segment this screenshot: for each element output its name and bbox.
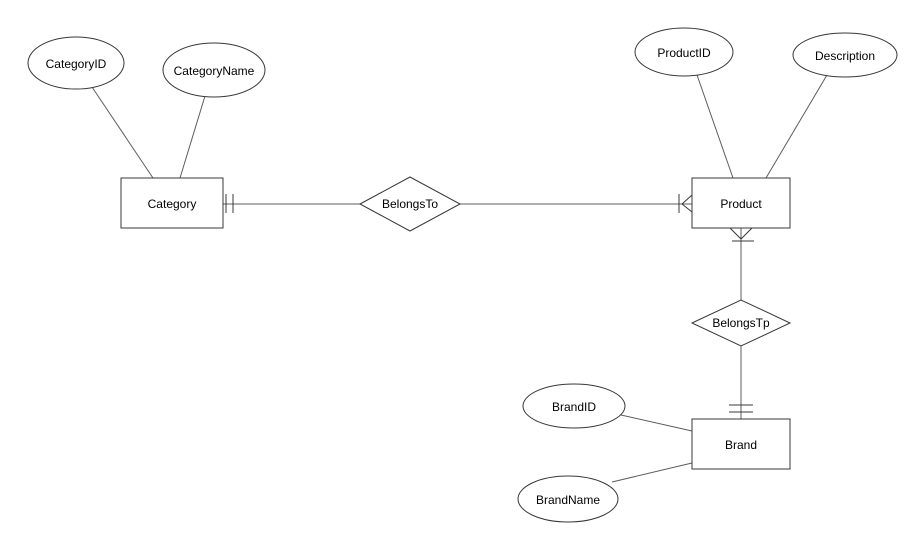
cardinality-one-or-many-product-bottom <box>729 227 754 242</box>
attribute-description-label: Description <box>815 49 875 63</box>
relationship-connectors <box>223 203 742 419</box>
cardinality-marks <box>225 194 754 413</box>
attribute-connector-description <box>765 74 828 179</box>
attribute-brandid[interactable]: BrandID <box>522 383 626 429</box>
cardinality-one-and-only-one-category <box>225 194 234 213</box>
attribute-connector-categoryname <box>179 95 206 179</box>
relationship-diamond[interactable] <box>690 299 792 347</box>
attribute-connector-productid <box>696 74 734 179</box>
attribute-brandname-label: BrandName <box>536 493 600 507</box>
relationship-belongstp-label: BelongsTp <box>712 316 770 330</box>
entity-product[interactable]: Product <box>691 177 791 229</box>
attribute-brandname[interactable]: BrandName <box>517 475 619 523</box>
attribute-ellipse[interactable] <box>792 32 898 78</box>
attribute-categoryid[interactable]: CategoryID <box>27 36 125 90</box>
attribute-productid-label: ProductID <box>657 46 711 60</box>
attribute-ellipse[interactable] <box>517 475 619 523</box>
entity-brand-label: Brand <box>725 438 757 452</box>
entity-category[interactable]: Category <box>120 177 224 229</box>
attribute-description[interactable]: Description <box>792 32 898 78</box>
entity-product-label: Product <box>720 197 762 211</box>
attribute-ellipse[interactable] <box>162 42 266 98</box>
entity-rect[interactable] <box>120 177 224 229</box>
attribute-ellipse[interactable] <box>634 27 734 77</box>
attribute-ellipse[interactable] <box>522 383 626 429</box>
relationship-belongsto-label: BelongsTo <box>382 197 438 211</box>
attribute-brandid-label: BrandID <box>552 400 596 414</box>
attribute-productid[interactable]: ProductID <box>634 27 734 77</box>
relationship-belongstp[interactable]: BelongsTp <box>690 299 792 347</box>
attribute-connector-categoryid <box>91 86 154 179</box>
attribute-connectors <box>91 74 828 483</box>
attribute-connector-brandname <box>611 462 693 483</box>
attribute-connector-brandid <box>620 414 693 432</box>
cardinality-one-and-only-one-brand <box>729 404 753 413</box>
relationship-diamond[interactable] <box>358 176 462 232</box>
entity-category-label: Category <box>148 197 197 211</box>
cardinality-one-or-many-product-left <box>678 194 693 213</box>
entity-rect[interactable] <box>691 177 791 229</box>
attribute-categoryid-label: CategoryID <box>46 57 107 71</box>
attribute-categoryname-label: CategoryName <box>174 64 255 78</box>
attribute-ellipse[interactable] <box>27 36 125 90</box>
attribute-categoryname[interactable]: CategoryName <box>162 42 266 98</box>
entity-brand[interactable]: Brand <box>691 418 791 470</box>
relationship-belongsto[interactable]: BelongsTo <box>358 176 462 232</box>
entity-rect[interactable] <box>691 418 791 470</box>
